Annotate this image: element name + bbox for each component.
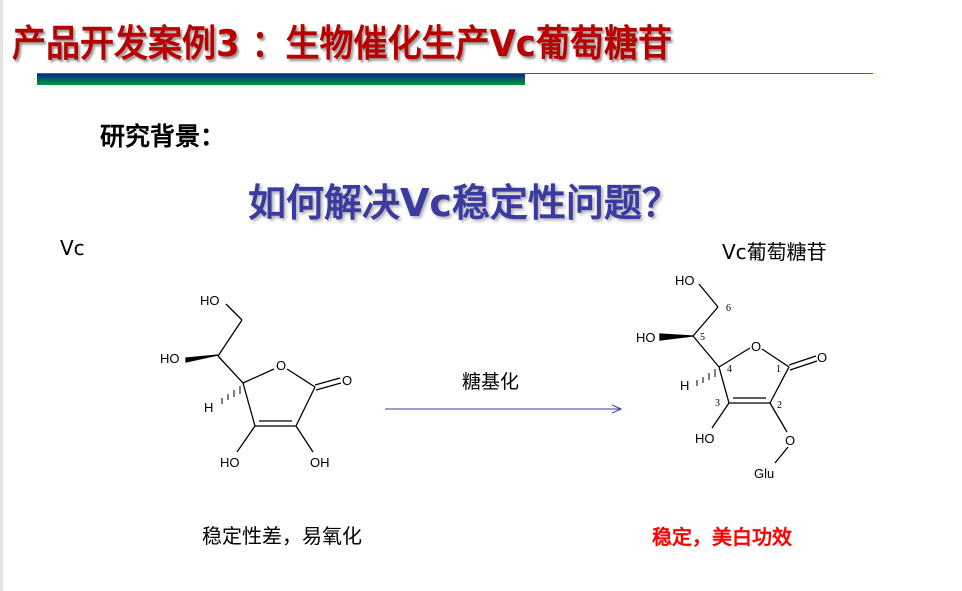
vc-oh2: OH bbox=[310, 455, 330, 470]
slide-edge bbox=[0, 0, 3, 591]
atom-number: 4 bbox=[727, 364, 732, 375]
vc-o-ring: O bbox=[276, 358, 286, 373]
title-gradient-bar bbox=[37, 74, 525, 85]
vc-ho-top: HO bbox=[200, 293, 220, 308]
question-heading: 如何解决Vc稳定性问题？ bbox=[248, 181, 680, 225]
section-heading: 研究背景： bbox=[100, 122, 226, 151]
vc-ho-wedge: HO bbox=[160, 351, 180, 366]
atom-number: 3 bbox=[715, 398, 720, 409]
vc-ho3: HO bbox=[220, 455, 240, 470]
vc-caption: 稳定性差，易氧化 bbox=[202, 524, 362, 548]
glu-o2: O bbox=[785, 433, 795, 448]
glu-o-ring: O bbox=[751, 339, 761, 354]
vc-glucoside-structure bbox=[659, 283, 818, 464]
glu-label: Glu bbox=[754, 466, 774, 481]
vc-structure bbox=[185, 303, 342, 453]
glu-o-keto: O bbox=[817, 350, 827, 365]
vc-glucoside-caption: 稳定，美白功效 bbox=[652, 525, 792, 549]
vc-o-keto: O bbox=[342, 373, 352, 388]
reaction-label: 糖基化 bbox=[462, 371, 520, 393]
vc-label: Vc bbox=[60, 236, 85, 260]
atom-number: 5 bbox=[700, 332, 705, 343]
vc-glucoside-label: Vc葡萄糖苷 bbox=[722, 240, 827, 264]
slide-title: 产品开发案例3 ：生物催化生产Vc葡萄糖苷 bbox=[12, 22, 672, 66]
title-underline bbox=[37, 73, 873, 74]
glu-ho-top: HO bbox=[675, 273, 695, 288]
glu-h: H bbox=[680, 378, 689, 393]
glu-ho-wedge: HO bbox=[636, 330, 656, 345]
atom-number: 6 bbox=[726, 303, 731, 314]
glu-ho3: HO bbox=[695, 431, 715, 446]
vc-h: H bbox=[204, 400, 213, 415]
atom-number: 1 bbox=[776, 364, 781, 375]
atom-number: 2 bbox=[777, 400, 782, 411]
